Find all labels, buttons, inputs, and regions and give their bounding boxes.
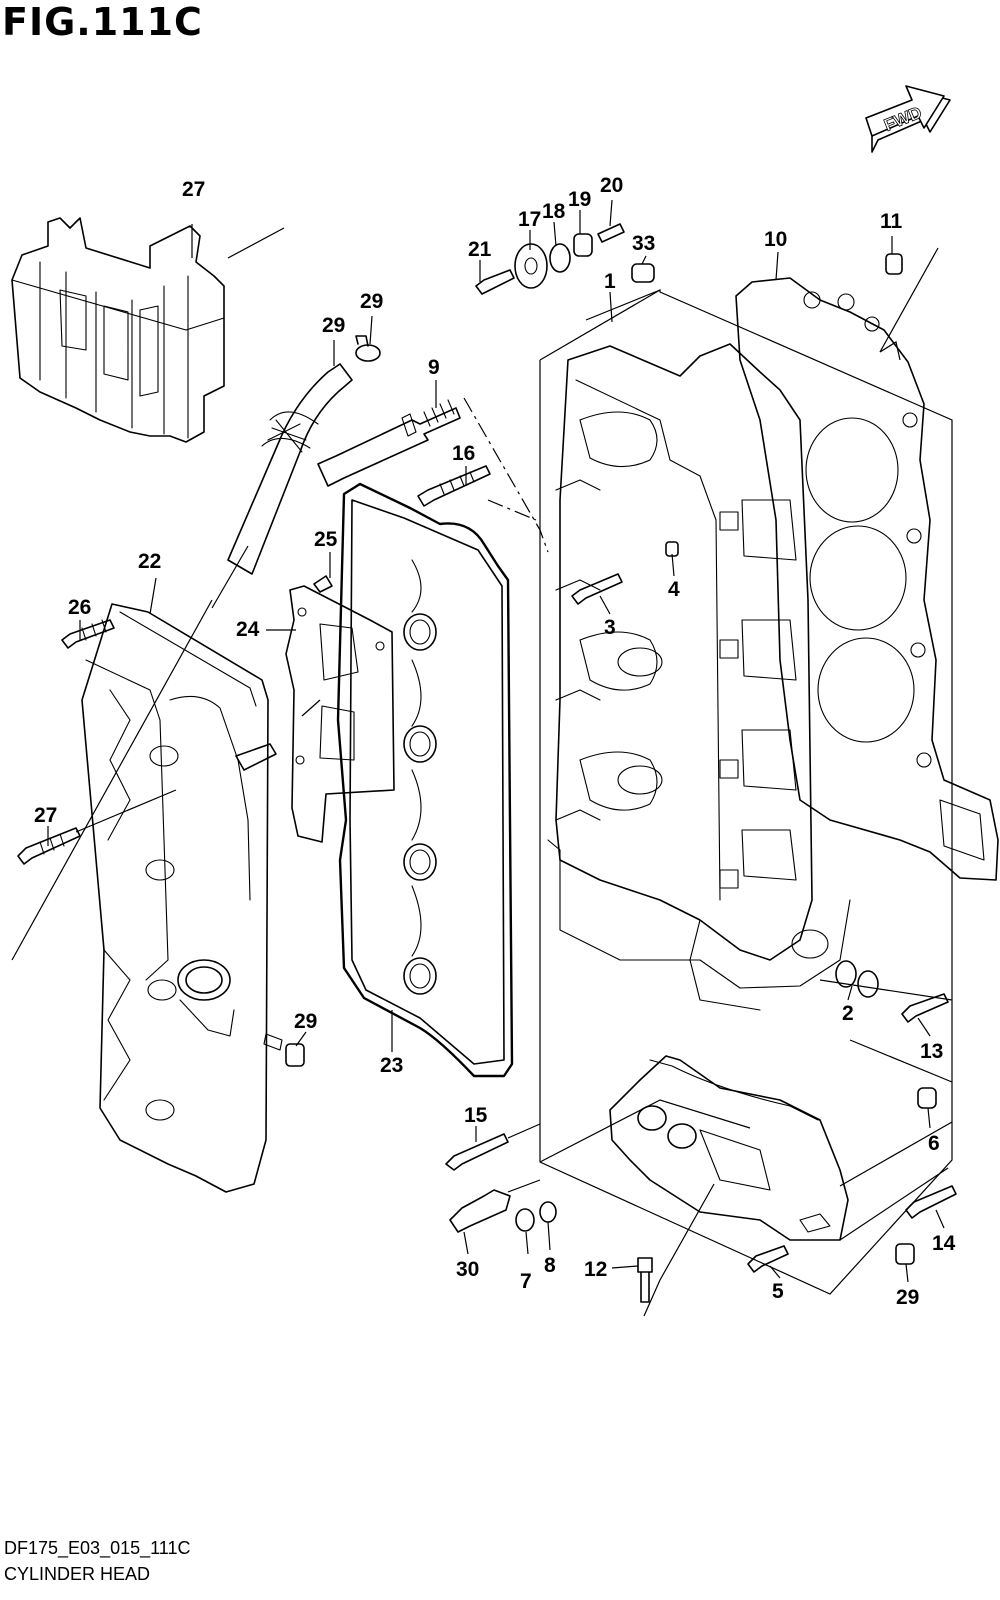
callout-32: 30 — [456, 1258, 479, 1281]
part-7-washer — [515, 1208, 535, 1232]
part-31-clamp — [355, 335, 381, 362]
part-25-bolt — [313, 575, 333, 593]
callout-33: 33 — [632, 232, 655, 255]
thermostat-housing — [609, 1055, 849, 1241]
part-17-flange — [514, 243, 548, 289]
part-22-head-cover — [81, 603, 277, 1193]
part-5-bolt — [747, 1245, 789, 1273]
fwd-arrow-icon: FWD — [865, 85, 951, 153]
callout-14: 14 — [932, 1232, 956, 1255]
callout-29-right: 29 — [896, 1286, 919, 1309]
callout-9: 9 — [428, 356, 440, 379]
callout-7: 7 — [520, 1270, 532, 1293]
part-29-plug — [895, 1243, 915, 1265]
callout-28: 27 — [182, 178, 205, 201]
callout-22: 22 — [138, 550, 161, 573]
part-3-bolt — [571, 573, 623, 605]
callout-12: 12 — [584, 1258, 607, 1281]
part-19-collar — [573, 233, 593, 257]
callout-6: 6 — [928, 1132, 940, 1155]
part-29-plug — [263, 1033, 305, 1067]
callout-21: 21 — [468, 238, 492, 261]
part-21-bolt — [475, 269, 515, 295]
part-16-bolt — [417, 465, 491, 507]
callout-31: 29 — [360, 290, 383, 313]
callout-27: 27 — [34, 804, 57, 827]
part-13-bolt — [901, 993, 949, 1023]
callout-8: 8 — [544, 1254, 556, 1277]
callout-5: 5 — [772, 1280, 784, 1303]
callout-3: 3 — [604, 616, 616, 639]
callout-29-left: 29 — [294, 1010, 317, 1033]
callout-13: 13 — [920, 1040, 943, 1063]
part-9-bolt — [317, 399, 461, 487]
callout-15: 15 — [464, 1104, 488, 1127]
callout-25: 25 — [314, 528, 338, 551]
callout-10: 10 — [764, 228, 787, 251]
part-33-plug — [631, 263, 655, 283]
part-23-cam-gasket — [336, 482, 514, 1078]
figure-title: FIG.111C — [2, 0, 203, 44]
callout-11: 11 — [880, 210, 903, 233]
part-11-dowel — [885, 253, 903, 275]
figure-code: DF175_E03_015_111C — [4, 1538, 191, 1558]
part-18-o-ring — [549, 243, 571, 273]
callout-2: 2 — [842, 1002, 854, 1025]
part-15-bolt — [445, 1133, 509, 1171]
part-12-bolt — [637, 1257, 653, 1303]
part-10-head-gasket — [735, 277, 999, 881]
figure-name: CYLINDER HEAD — [4, 1564, 151, 1584]
part-28-cover — [11, 217, 225, 443]
part-1-cylinder-head — [547, 343, 851, 1011]
callout-24: 24 — [236, 618, 260, 641]
part-14-bolt — [905, 1185, 957, 1219]
callout-19: 19 — [568, 188, 591, 211]
callout-4: 4 — [668, 578, 680, 601]
part-4-pin — [665, 541, 679, 557]
part-30-hose — [227, 363, 353, 575]
part-6-pin — [917, 1087, 937, 1109]
callout-1: 1 — [604, 270, 616, 293]
part-32-sensor — [449, 1189, 511, 1233]
callout-17: 17 — [518, 208, 541, 231]
callout-30: 29 — [322, 314, 345, 337]
part-8-o-ring — [539, 1201, 557, 1223]
callout-23: 23 — [380, 1054, 403, 1077]
callout-18: 18 — [542, 200, 566, 223]
callout-26: 26 — [68, 596, 91, 619]
part-20-bolt — [597, 223, 625, 243]
part-26-bolt — [61, 619, 115, 649]
callout-20: 20 — [600, 174, 623, 197]
part-27-bolt — [17, 827, 81, 865]
part-2-plug — [835, 960, 879, 998]
callout-16: 16 — [452, 442, 475, 465]
fwd-label: FWD — [881, 103, 924, 135]
